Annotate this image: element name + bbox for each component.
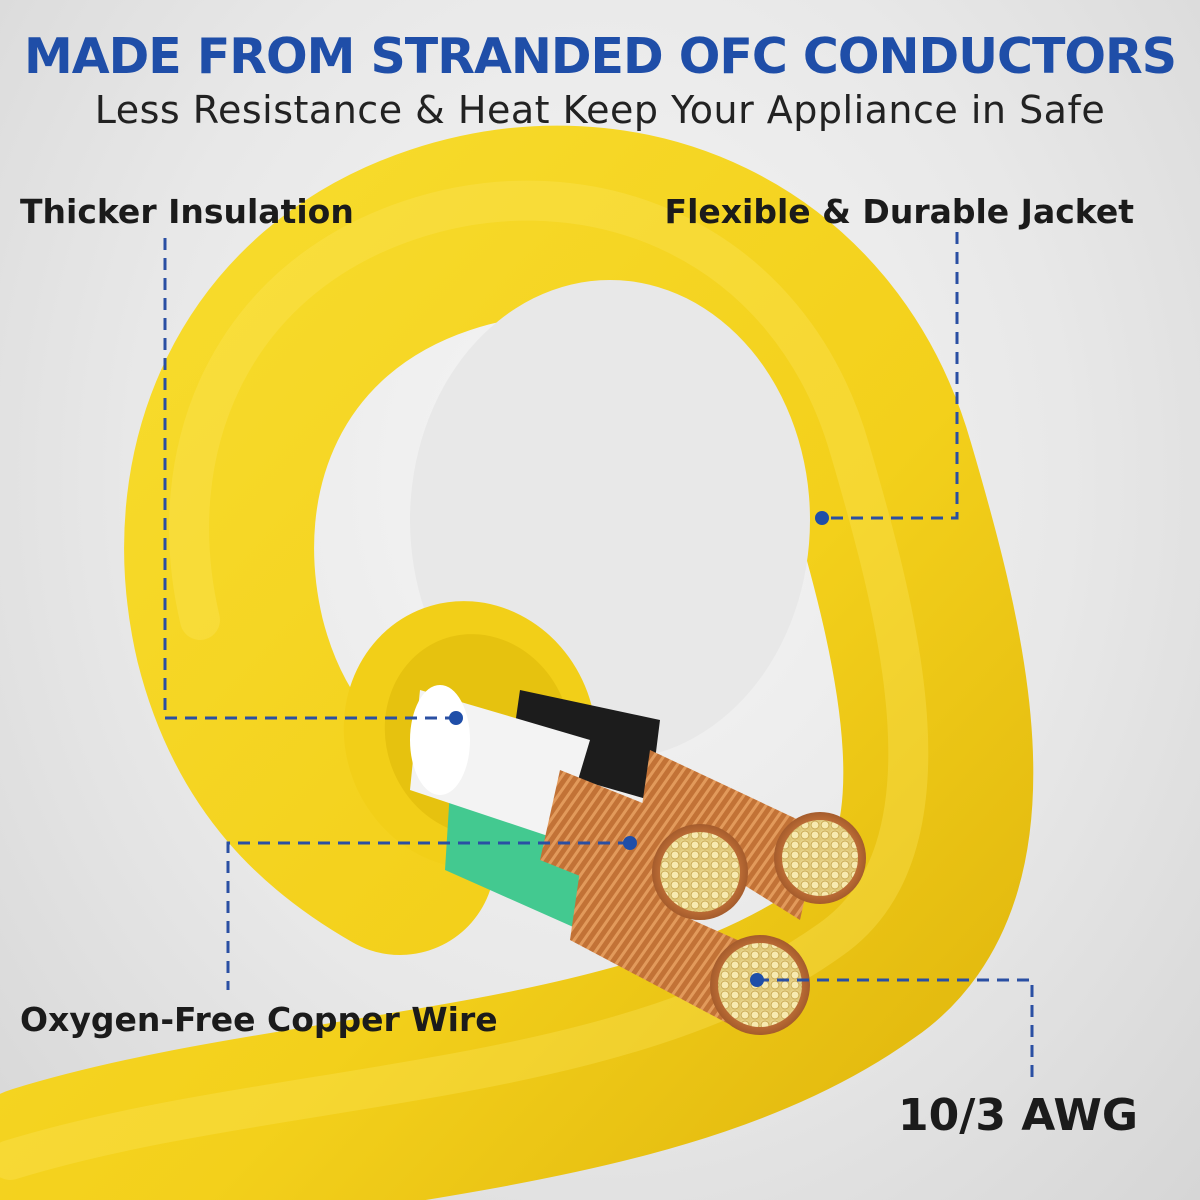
- durable-jacket-label: Flexible & Durable Jacket: [664, 192, 1134, 231]
- copper-dot: [623, 836, 637, 850]
- jacket-leader: [822, 232, 959, 520]
- copper-leader: [226, 841, 630, 990]
- insulated-wires: [410, 685, 660, 930]
- gauge-dot: [750, 973, 764, 987]
- insulation-leader: [163, 238, 455, 720]
- insulation-dot: [449, 711, 463, 725]
- callout-dots: [449, 511, 829, 987]
- gauge-leader: [757, 978, 1034, 1078]
- subheadline: Less Resistance & Heat Keep Your Applian…: [94, 88, 1106, 132]
- copper-wire-label: Oxygen-Free Copper Wire: [20, 1000, 498, 1039]
- headline: MADE FROM STRANDED OFC CONDUCTORS: [23, 28, 1177, 85]
- gauge-label: 10/3 AWG: [898, 1090, 1138, 1141]
- thicker-insulation-label: Thicker Insulation: [20, 192, 354, 231]
- jacket-dot: [815, 511, 829, 525]
- callout-lines: [163, 232, 1034, 1078]
